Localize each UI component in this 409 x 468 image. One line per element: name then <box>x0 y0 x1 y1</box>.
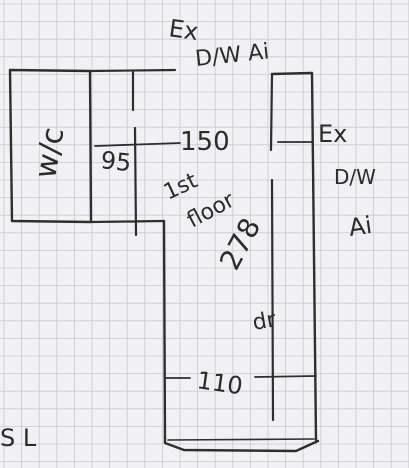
label-dim-150: 150 <box>180 127 230 157</box>
label-ext-right-2: D/W <box>334 165 376 189</box>
label-1st: 1st <box>160 168 202 205</box>
label-ext-right-1: Ex <box>318 120 347 148</box>
label-ext-top-1: Ex <box>167 14 200 46</box>
label-dim-278: 278 <box>213 213 267 276</box>
inner-wall-line <box>269 72 275 422</box>
corridor-outline <box>88 68 177 237</box>
label-dr: dr <box>251 307 279 336</box>
label-ext-right-3: Ai <box>347 211 374 242</box>
label-ext-top-2: D/W Ai <box>194 39 270 72</box>
label-margin-note: S L <box>0 424 37 452</box>
label-dim-95: 95 <box>99 146 132 177</box>
label-wc: w/c <box>28 125 71 181</box>
dimension-line-110 <box>164 375 317 379</box>
label-dim-110: 110 <box>195 366 244 400</box>
bottom-wall-line <box>167 438 315 441</box>
main-room-outline <box>162 71 320 453</box>
dimension-line-150 <box>94 141 313 147</box>
